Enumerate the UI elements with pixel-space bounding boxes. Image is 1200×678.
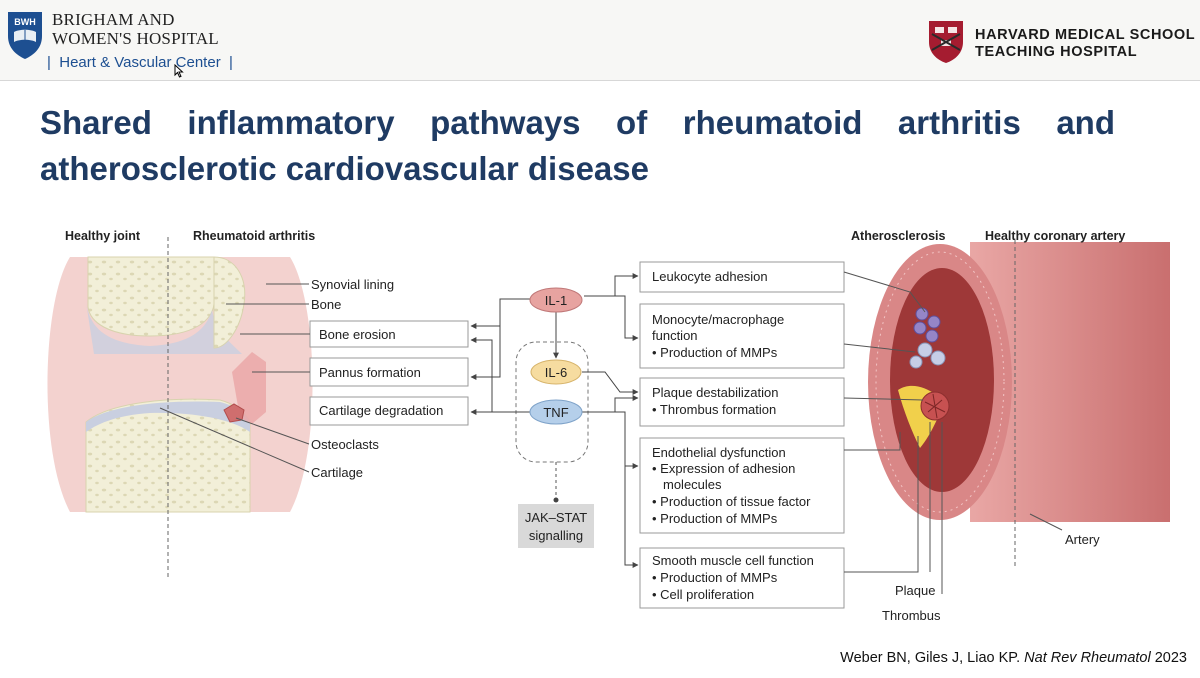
slide-title: Shared inflammatory pathways of rheumato… <box>40 104 1115 187</box>
healthy-artery-header: Healthy coronary artery <box>985 229 1125 243</box>
ra-header: Rheumatoid arthritis <box>193 229 315 243</box>
cartilage-degradation-label: Cartilage degradation <box>319 403 443 418</box>
bone-erosion-box <box>309 320 469 348</box>
cartilage-degradation-box <box>309 396 469 426</box>
osteoclasts-cluster <box>223 403 245 423</box>
pathway-diagram: Healthy joint Rheumatoid arthritis Synov… <box>47 229 1170 623</box>
monocyte-box <box>639 303 845 369</box>
hms-line2: TEACHING HOSPITAL <box>975 44 1138 60</box>
plaque-line1: Plaque destabilization <box>652 385 778 400</box>
il1-label: IL-1 <box>545 293 567 308</box>
bone-label: Bone <box>311 297 341 312</box>
synovial-label: Synovial lining <box>311 277 394 292</box>
tnf-label: TNF <box>543 405 568 420</box>
atherosclerosis-header: Atherosclerosis <box>851 229 946 243</box>
pannus <box>232 352 266 424</box>
tnf-node <box>529 399 583 425</box>
mouse-cursor-icon <box>174 64 184 78</box>
leukocyte-label: Leukocyte adhesion <box>652 269 768 284</box>
upper-cartilage <box>86 302 242 354</box>
endothelial-line2: • Expression of adhesion <box>652 461 795 476</box>
smc-line1: Smooth muscle cell function <box>652 553 814 568</box>
artery-illustration <box>868 240 1170 567</box>
osteoclasts-leader <box>235 417 310 445</box>
hospital-name-line2: WOMEN'S HOSPITAL <box>52 29 219 48</box>
citation-journal: Nat Rev Rheumatol <box>1024 650 1151 666</box>
plaque-box <box>639 377 845 427</box>
endothelial-box <box>639 437 845 534</box>
osteoclasts-label: Osteoclasts <box>311 437 379 452</box>
pannus-label: Pannus formation <box>319 365 421 380</box>
hospital-name-line1: BRIGHAM AND <box>52 10 175 29</box>
artery-tube <box>970 242 1170 522</box>
monocyte-line2: function <box>652 328 698 343</box>
thrombus-label: Thrombus <box>882 608 941 623</box>
monocyte-line1: Monocyte/macrophage <box>652 312 784 327</box>
cytokine-group-outline <box>515 341 589 463</box>
monocyte-line3: • Production of MMPs <box>652 345 778 360</box>
healthy-joint-header: Healthy joint <box>65 229 141 243</box>
cartilage-label: Cartilage <box>311 465 363 480</box>
smc-box <box>639 547 845 609</box>
hms-shield-logo <box>929 21 963 63</box>
il6-node <box>530 359 582 385</box>
hms-line1: HARVARD MEDICAL SCHOOL <box>975 27 1196 43</box>
il6-label: IL-6 <box>545 365 567 380</box>
slide-header: BWH BRIGHAM AND WOMEN'S HOSPITAL | Heart… <box>0 0 1200 81</box>
citation-year: 2023 <box>1150 650 1187 666</box>
artery-layer <box>875 251 1005 513</box>
smc-line2: • Production of MMPs <box>652 570 778 585</box>
jak-stat-box <box>518 504 594 548</box>
jak-stat-line1: JAK–STAT <box>525 510 587 525</box>
department-label: | Heart & Vascular Center | <box>47 54 233 71</box>
bwh-logo-text: BWH <box>14 17 36 27</box>
endothelial-line3: molecules <box>663 477 722 492</box>
arrows <box>470 273 639 568</box>
artery-leaders <box>843 271 1063 594</box>
leukocyte-box <box>639 261 845 293</box>
endothelial-line5: • Production of MMPs <box>652 511 778 526</box>
endothelial-line1: Endothelial dysfunction <box>652 445 786 460</box>
lower-cartilage <box>86 401 250 432</box>
bone-erosion-label: Bone erosion <box>319 327 396 342</box>
il1-node <box>529 287 583 313</box>
cartilage-leader <box>159 407 310 473</box>
smc-line3: • Cell proliferation <box>652 587 754 602</box>
joint-illustration <box>47 237 313 577</box>
upper-bone <box>87 256 215 337</box>
citation-authors: Weber BN, Giles J, Liao KP. <box>840 650 1025 666</box>
artery-label: Artery <box>1065 532 1100 547</box>
jak-stat-line2: signalling <box>529 528 583 543</box>
plaque-line2: • Thrombus formation <box>652 402 776 417</box>
bwh-shield-logo: BWH <box>8 12 42 59</box>
macrophage-cell <box>917 342 933 358</box>
citation: Weber BN, Giles J, Liao KP. Nat Rev Rheu… <box>840 650 1187 666</box>
leukocyte-cell <box>915 307 929 321</box>
endothelial-line4: • Production of tissue factor <box>652 494 811 509</box>
plaque-label: Plaque <box>895 583 935 598</box>
